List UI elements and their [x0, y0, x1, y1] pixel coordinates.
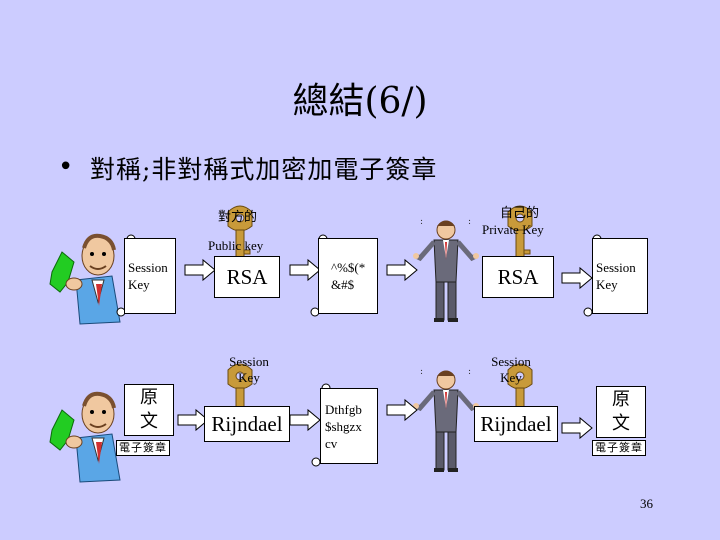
original-text-box-right: 原 文: [596, 386, 646, 438]
session-key-text: Key: [128, 277, 150, 292]
cipher-text: $shgzx: [325, 418, 362, 434]
businessman-shrugging-icon: [413, 217, 479, 322]
bullet-dot: •: [58, 152, 74, 182]
arrow-right-icon: [184, 259, 216, 281]
arrow-right-icon: [289, 259, 321, 281]
digital-signature-label-right: 電子簽章: [592, 440, 646, 456]
session-key-text: Key: [596, 277, 618, 292]
session-key-scroll-right: Session Key: [592, 238, 648, 314]
original-char: 原: [140, 387, 158, 408]
session-key-scroll-left: Session Key: [124, 238, 176, 314]
arrow-right-icon: [386, 259, 418, 281]
arrow-right-icon: [386, 399, 418, 421]
arrow-right-icon: [561, 267, 593, 289]
cipher-scroll-top: ^%$(* &#$: [318, 238, 378, 314]
session-key-text: Key: [238, 370, 260, 385]
session-key-text: Session: [491, 354, 531, 369]
man-with-cash-icon: [48, 233, 122, 326]
original-char: 原: [612, 389, 630, 410]
original-text-box-left: 原 文: [124, 384, 174, 436]
private-key-label: Private Key: [482, 222, 544, 237]
rijndael-box-right: Rijndael: [474, 406, 558, 442]
businessman-shrugging-icon: [413, 367, 479, 472]
public-key-label: Public key: [208, 238, 264, 253]
man-with-cash-icon: [48, 391, 122, 484]
digital-signature-label-left: 電子簽章: [116, 440, 170, 456]
own-label: 自己的: [500, 205, 540, 220]
session-key-text: Key: [500, 370, 522, 385]
peer-label: 對方的: [218, 209, 258, 224]
page-title: 總結(6/): [292, 81, 428, 122]
cipher-text: ^%$(*: [331, 260, 366, 275]
rijndael-box-left: Rijndael: [204, 406, 290, 442]
bullet-text: 對稱;非對稱式加密加電子簽章: [90, 155, 438, 184]
arrow-right-icon: [561, 417, 593, 439]
cipher-text: &#$: [331, 277, 355, 292]
original-char: 文: [140, 411, 158, 432]
page-number: 36: [640, 496, 653, 511]
session-key-text: Session: [229, 354, 269, 369]
rsa-box-left: RSA: [214, 256, 280, 298]
cipher-text: cv: [325, 435, 338, 451]
session-key-label-bottom-right: Session Key: [488, 354, 534, 386]
cipher-scroll-bottom: Dthfgb $shgzx cv: [320, 388, 378, 464]
session-key-label-bottom-left: Session Key: [226, 354, 272, 386]
session-key-text: Session: [596, 260, 636, 275]
rsa-box-right: RSA: [482, 256, 554, 298]
cipher-text: Dthfgb: [325, 401, 362, 417]
session-key-text: Session: [128, 260, 168, 275]
original-char: 文: [612, 413, 630, 434]
arrow-right-icon: [289, 409, 321, 431]
